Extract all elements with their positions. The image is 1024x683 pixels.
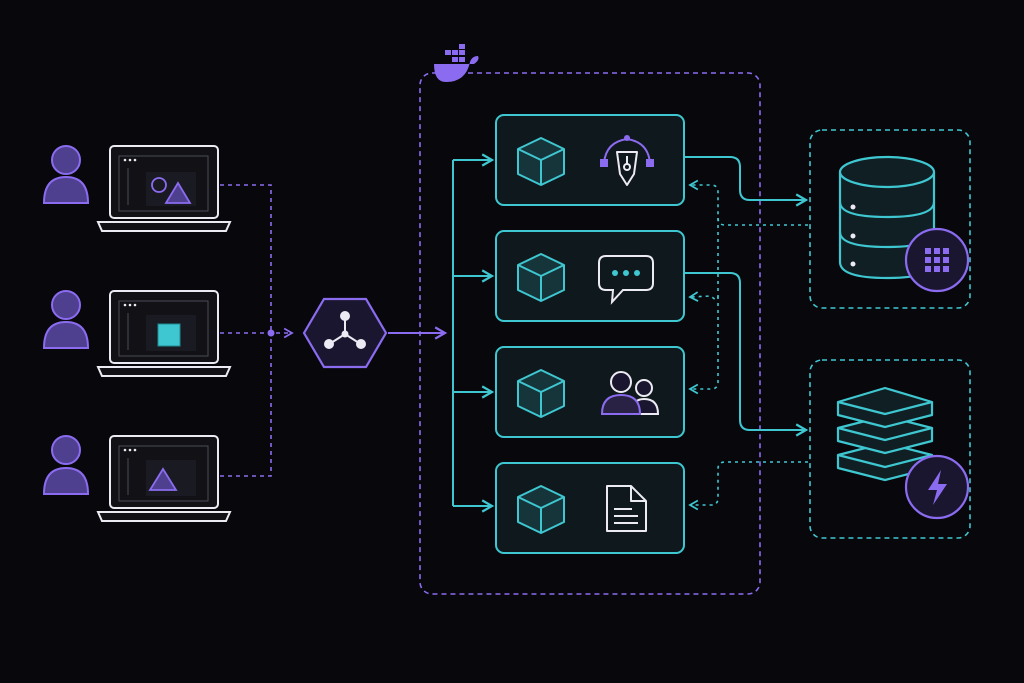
service-3 <box>495 346 685 438</box>
users-icon <box>600 371 660 415</box>
user-icon <box>42 145 90 204</box>
service-1 <box>495 114 685 206</box>
client-connectors <box>220 184 294 477</box>
docker-whale-icon <box>434 44 479 82</box>
document-icon <box>606 485 647 532</box>
cube-icon <box>517 137 565 186</box>
user-icon <box>42 290 90 349</box>
hub-network-icon <box>324 311 366 349</box>
grid-icon <box>904 227 970 293</box>
triangle-icon <box>146 460 196 496</box>
layers-stack-icon <box>836 386 934 482</box>
client-3 <box>42 435 232 522</box>
service-bus <box>452 153 495 513</box>
datastore-connectors <box>684 156 809 437</box>
pen-tool-icon <box>600 135 654 186</box>
gateway-node <box>302 297 388 369</box>
laptop-icon <box>96 290 232 377</box>
service-2 <box>495 230 685 322</box>
lightning-icon <box>904 454 970 520</box>
image-icon <box>146 172 196 206</box>
user-icon <box>42 435 90 495</box>
datastore-return-connectors <box>688 179 808 511</box>
datastore-2 <box>809 359 971 539</box>
client-1 <box>42 145 232 232</box>
client-2 <box>42 290 232 377</box>
cube-icon <box>517 485 565 534</box>
datastore-1 <box>809 129 971 309</box>
chat-bubble-icon <box>598 255 654 305</box>
junction-dot <box>267 329 275 337</box>
service-4 <box>495 462 685 554</box>
cube-icon <box>517 369 565 418</box>
square-icon <box>146 315 196 351</box>
cube-icon <box>517 253 565 302</box>
container-platform-boundary <box>419 72 761 595</box>
laptop-icon <box>96 435 232 522</box>
laptop-icon <box>96 145 232 232</box>
